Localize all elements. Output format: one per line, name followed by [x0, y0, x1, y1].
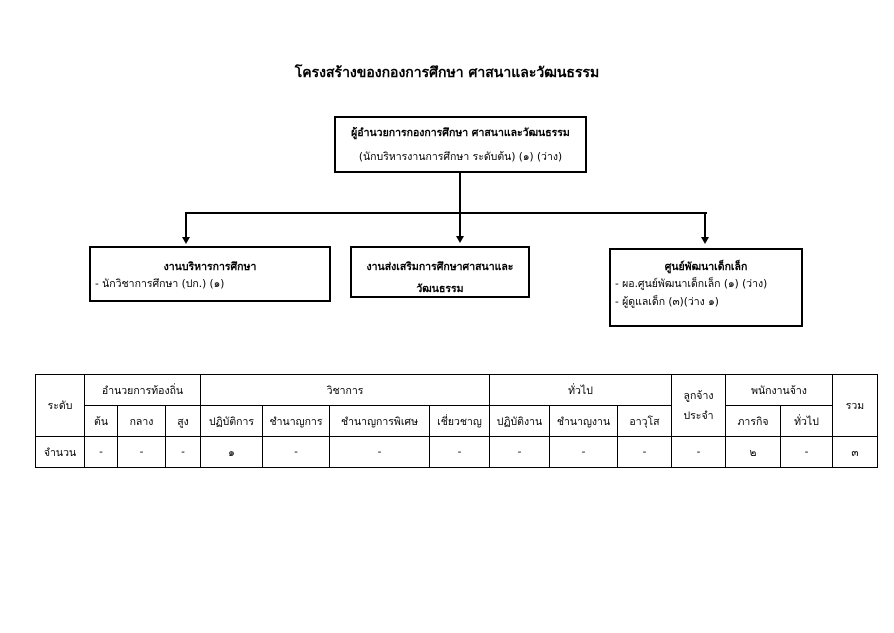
- group-header: วิชาการ: [200, 374, 490, 406]
- cell: ๑: [200, 436, 263, 468]
- cell: -: [117, 436, 166, 468]
- sub-header: ปฏิบัติการ: [200, 405, 263, 437]
- cell: -: [165, 436, 201, 468]
- connector: [185, 212, 187, 238]
- religion-culture-box: งานส่งเสริมการศึกษาศาสนาและ วัฒนธรรม: [350, 246, 530, 298]
- cell: -: [671, 436, 726, 468]
- sub-header: ชำนาญงาน: [549, 405, 618, 437]
- box-item: - ผอ.ศูนย์พัฒนาเด็กเล็ก (๑) (ว่าง): [615, 278, 768, 290]
- cell: -: [84, 436, 118, 468]
- table-row: จำนวน - - - ๑ - - - - - - - ๒ - ๓: [35, 436, 878, 468]
- box-heading-2: วัฒนธรรม: [416, 283, 464, 295]
- group-header: พนักงานจ้าง: [725, 374, 833, 406]
- group-header: อำนวยการท้องถิ่น: [84, 374, 201, 406]
- cell: -: [329, 436, 430, 468]
- box-item: - ผู้ดูแลเด็ก (๓)(ว่าง ๑): [615, 296, 719, 308]
- arrow-icon: [456, 236, 464, 243]
- cell: -: [549, 436, 618, 468]
- education-admin-box: งานบริหารการศึกษา - นักวิชาการศึกษา (ปก.…: [89, 246, 331, 302]
- director-position: (นักบริหารงานการศึกษา ระดับต้น) (๑) (ว่า…: [358, 151, 563, 163]
- cell: -: [489, 436, 550, 468]
- header-total: รวม: [832, 374, 878, 437]
- connector: [459, 173, 461, 236]
- staff-table: ระดับ อำนวยการท้องถิ่น วิชาการ ทั่วไป ลู…: [35, 374, 878, 468]
- cell: -: [262, 436, 330, 468]
- group-header: ทั่วไป: [489, 374, 672, 406]
- arrow-icon: [182, 237, 190, 244]
- sub-header: ต้น: [84, 405, 118, 437]
- row-label: จำนวน: [35, 436, 85, 468]
- connector: [185, 212, 707, 214]
- sub-header: ทั่วไป: [780, 405, 833, 437]
- cell: ๒: [725, 436, 781, 468]
- page-title: โครงสร้างของกองการศึกษา ศาสนาและวัฒนธรรม: [294, 65, 600, 81]
- sub-header: ชำนาญการพิเศษ: [329, 405, 430, 437]
- child-center-box: ศูนย์พัฒนาเด็กเล็ก - ผอ.ศูนย์พัฒนาเด็กเล…: [609, 248, 803, 327]
- sub-header: ปฏิบัติงาน: [489, 405, 550, 437]
- cell: -: [429, 436, 490, 468]
- sub-header: ภารกิจ: [725, 405, 781, 437]
- box-heading: ศูนย์พัฒนาเด็กเล็ก: [664, 261, 748, 273]
- box-heading: งานส่งเสริมการศึกษาศาสนาและ: [366, 261, 514, 273]
- box-heading: งานบริหารการศึกษา: [163, 261, 257, 273]
- arrow-icon: [701, 237, 709, 244]
- sub-header: เชี่ยวชาญ: [429, 405, 490, 437]
- connector: [704, 212, 706, 238]
- cell: ๓: [832, 436, 878, 468]
- cell: -: [780, 436, 833, 468]
- group-header: ลูกจ้างประจำ: [671, 374, 726, 437]
- sub-header: อาวุโส: [617, 405, 672, 437]
- director-title: ผู้อำนวยการกองการศึกษา ศาสนาและวัฒนธรรม: [351, 127, 570, 139]
- director-box: ผู้อำนวยการกองการศึกษา ศาสนาและวัฒนธรรม …: [334, 116, 587, 173]
- sub-header: กลาง: [117, 405, 166, 437]
- sub-header: ชำนาญการ: [262, 405, 330, 437]
- box-item: - นักวิชาการศึกษา (ปก.) (๑): [95, 278, 225, 290]
- cell: -: [617, 436, 672, 468]
- header-level: ระดับ: [35, 374, 85, 437]
- sub-header: สูง: [165, 405, 201, 437]
